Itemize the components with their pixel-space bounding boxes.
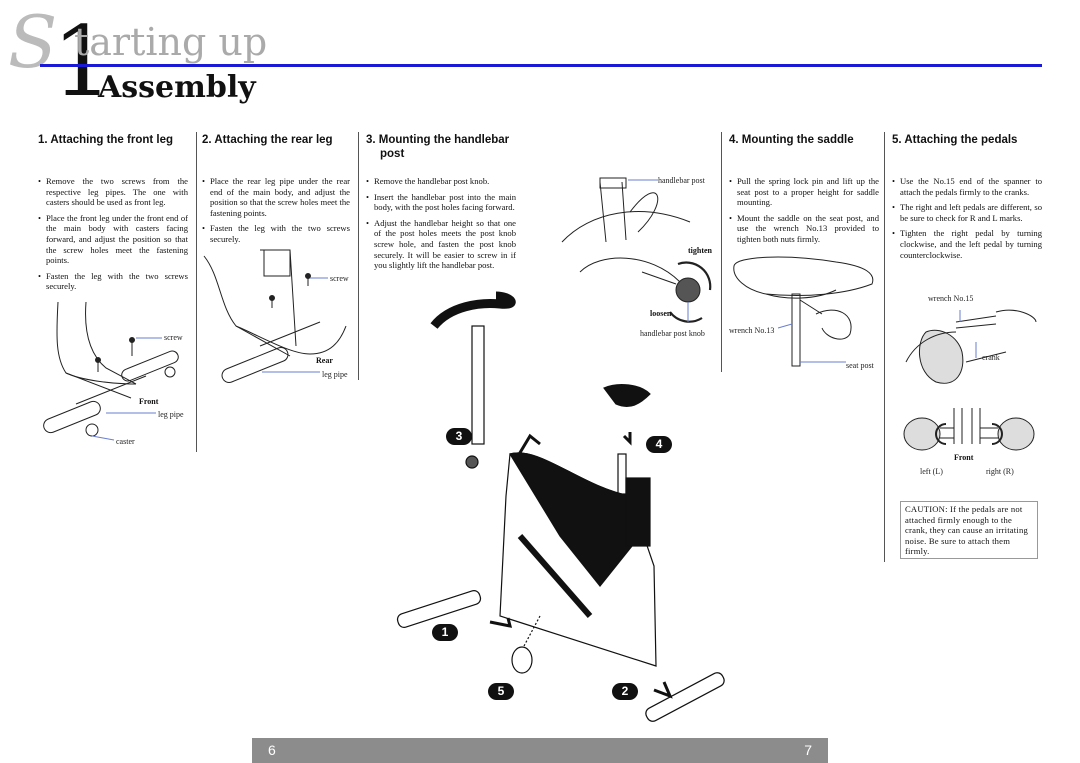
label-leg-pipe-2: leg pipe	[322, 370, 348, 379]
list-item: Place the rear leg pipe under the rear e…	[202, 176, 350, 218]
list-item: Fasten the leg with the two screws secur…	[202, 223, 350, 244]
step-badge-4: 4	[646, 436, 672, 453]
list-item: Remove the handlebar post knob.	[366, 176, 516, 187]
page-footer: 6 7	[252, 738, 828, 763]
section-title-pedals: 5. Attaching the pedals	[892, 134, 1018, 146]
handlebar-knob-illustration	[561, 177, 712, 323]
caution-box: CAUTION: If the pedals are not attached …	[900, 501, 1038, 559]
section-title-saddle: 4. Mounting the saddle	[729, 134, 854, 146]
label-wrench-15: wrench No.15	[928, 294, 974, 303]
section-title-handlebar: 3. Mounting the handlebar post	[366, 133, 509, 161]
list-item: The right and left pedals are different,…	[892, 202, 1042, 223]
pedals-front-view-illustration	[903, 408, 1035, 451]
label-crank: crank	[982, 353, 1000, 362]
label-rear: Rear	[316, 356, 333, 365]
chapter-number: 1	[52, 6, 114, 118]
label-screw-1: screw	[164, 333, 183, 342]
section-text-front-leg: Remove the two screws from the respectiv…	[38, 176, 188, 297]
header-title: tarting up	[74, 20, 268, 64]
pedal-wrench-illustration	[905, 309, 1037, 384]
label-front-1: Front	[139, 397, 159, 406]
step-badge-3: 3	[446, 428, 472, 445]
divider-2	[358, 132, 359, 380]
label-wrench-13: wrench No.13	[729, 326, 775, 335]
divider-4	[884, 132, 885, 562]
label-front-pedals: Front	[954, 453, 974, 462]
section-text-pedals: Use the No.15 end of the spanner to atta…	[892, 176, 1042, 265]
list-item: Pull the spring lock pin and lift up the…	[729, 176, 879, 208]
label-tighten: tighten	[688, 246, 712, 255]
label-left-pedal: left (L)	[920, 467, 943, 476]
list-item: Place the front leg under the front end …	[38, 213, 188, 266]
section-title-rear-leg: 2. Attaching the rear leg	[202, 134, 333, 146]
page-number-right: 7	[804, 742, 812, 758]
section-title-front-leg: 1. Attaching the front leg	[38, 134, 174, 146]
section-text-rear-leg: Place the rear leg pipe under the rear e…	[202, 176, 350, 250]
step-badge-2: 2	[612, 683, 638, 700]
page-number-left: 6	[268, 742, 276, 758]
section-title-line: 3. Mounting the handlebar	[366, 134, 510, 146]
rear-leg-illustration	[203, 249, 347, 383]
label-right-pedal: right (R)	[986, 467, 1014, 476]
header-subtitle: Assembly	[98, 70, 256, 105]
step-badge-1: 1	[432, 624, 458, 641]
label-loosen: loosen	[650, 309, 672, 318]
list-item: Fasten the leg with the two screws secur…	[38, 271, 188, 292]
section-text-saddle: Pull the spring lock pin and lift up the…	[729, 176, 879, 250]
label-screw-2: screw	[330, 274, 349, 283]
exercise-bike-illustration	[396, 291, 725, 722]
section-text-handlebar: Remove the handlebar post knob. Insert t…	[366, 176, 516, 276]
step-badge-5: 5	[488, 683, 514, 700]
list-item: Insert the handlebar post into the main …	[366, 192, 516, 213]
label-handlebar-post-knob: handlebar post knob	[640, 329, 705, 338]
header-rule	[40, 64, 1042, 67]
list-item: Tighten the right pedal by turning clock…	[892, 228, 1042, 260]
list-item: Mount the saddle on the seat post, and u…	[729, 213, 879, 245]
section-title-line: post	[380, 148, 405, 160]
label-leg-pipe-1: leg pipe	[158, 410, 184, 419]
list-item: Use the No.15 end of the spanner to atta…	[892, 176, 1042, 197]
saddle-illustration	[733, 256, 874, 367]
label-seat-post: seat post	[846, 361, 874, 370]
divider-3	[721, 132, 722, 372]
label-caster: caster	[116, 437, 135, 446]
front-leg-illustration	[43, 301, 179, 441]
divider-1	[196, 132, 197, 452]
list-item: Remove the two screws from the respectiv…	[38, 176, 188, 208]
list-item: Adjust the handlebar height so that one …	[366, 218, 516, 271]
label-handlebar-post: handlebar post	[658, 176, 705, 185]
header-big-s: S	[8, 0, 58, 84]
